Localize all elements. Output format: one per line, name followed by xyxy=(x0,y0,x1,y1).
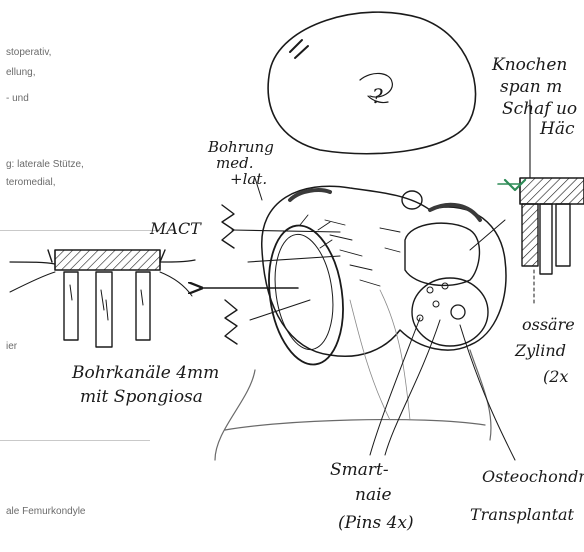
label-smart-3: (Pins 4x) xyxy=(338,513,414,533)
label-bohrkanaele-1: Bohrkanäle 4mm xyxy=(71,363,219,383)
label-lat: +lat. xyxy=(230,170,267,188)
label-ossaere-1: ossäre xyxy=(522,315,575,334)
lateral-cylinder xyxy=(405,223,479,285)
label-smart-1: Smart- xyxy=(330,460,389,480)
label-osteo-1: Osteochondr xyxy=(482,467,584,486)
question-mark: ? xyxy=(372,84,383,108)
label-osteo-2: Transplantat xyxy=(470,505,575,524)
label-bohrkanaele-2: mit Spongiosa xyxy=(80,387,203,407)
label-knochen-3: Schaf uo xyxy=(502,99,577,119)
label-smart-2: naie xyxy=(355,485,392,505)
label-knochen-1: Knochen xyxy=(491,55,567,75)
tibia-outline xyxy=(215,350,491,460)
label-knochen-2: span m xyxy=(500,77,562,97)
label-mact: MACT xyxy=(149,219,202,238)
label-ossaere-3: (2x xyxy=(543,367,568,386)
patella-outline xyxy=(268,12,475,154)
label-ossaere-2: Zylind xyxy=(514,341,566,360)
label-knochen-4: Häc xyxy=(539,119,575,139)
mact-inset xyxy=(10,250,195,347)
